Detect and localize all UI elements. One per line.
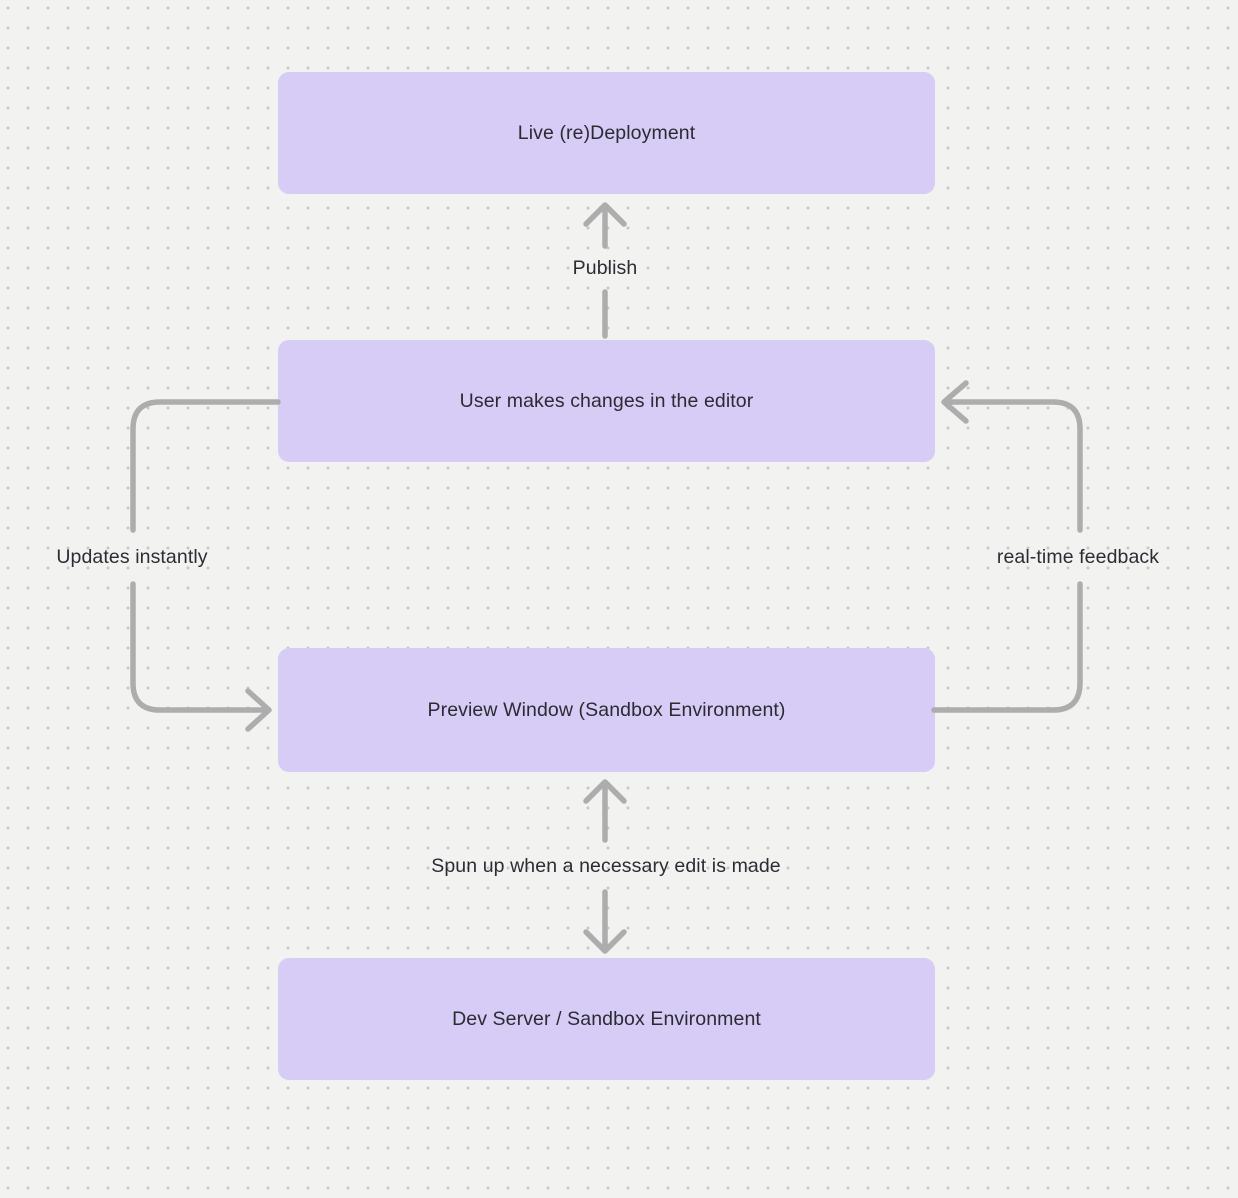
- node-live-deployment-label: Live (re)Deployment: [517, 121, 696, 144]
- node-preview-window-label: Preview Window (Sandbox Environment): [427, 698, 786, 721]
- arrow-up-head-icon: [583, 779, 627, 804]
- arrow-left-head-icon: [941, 380, 969, 424]
- arrow-up-head-icon: [583, 202, 627, 227]
- arrow-down-head-icon: [583, 929, 627, 954]
- arrow-shaft: [130, 581, 266, 713]
- edge-label-real-time-feedback: real-time feedback: [996, 546, 1160, 568]
- node-dev-server-label: Dev Server / Sandbox Environment: [452, 1007, 761, 1030]
- arrow-shaft: [130, 399, 281, 533]
- node-dev-server: Dev Server / Sandbox Environment: [278, 958, 935, 1080]
- edge-label-publish: Publish: [572, 257, 638, 279]
- arrow-right-head-icon: [245, 688, 272, 732]
- edge-label-spun-up: Spun up when a necessary edit is made: [431, 855, 781, 877]
- node-preview-window: Preview Window (Sandbox Environment): [278, 648, 935, 772]
- node-live-deployment: Live (re)Deployment: [278, 72, 935, 194]
- node-user-changes-label: User makes changes in the editor: [459, 389, 754, 412]
- arrow-shaft: [946, 399, 1083, 533]
- arrow-shaft: [931, 581, 1083, 713]
- node-user-changes: User makes changes in the editor: [278, 340, 935, 462]
- edge-label-updates-instantly: Updates instantly: [56, 546, 208, 568]
